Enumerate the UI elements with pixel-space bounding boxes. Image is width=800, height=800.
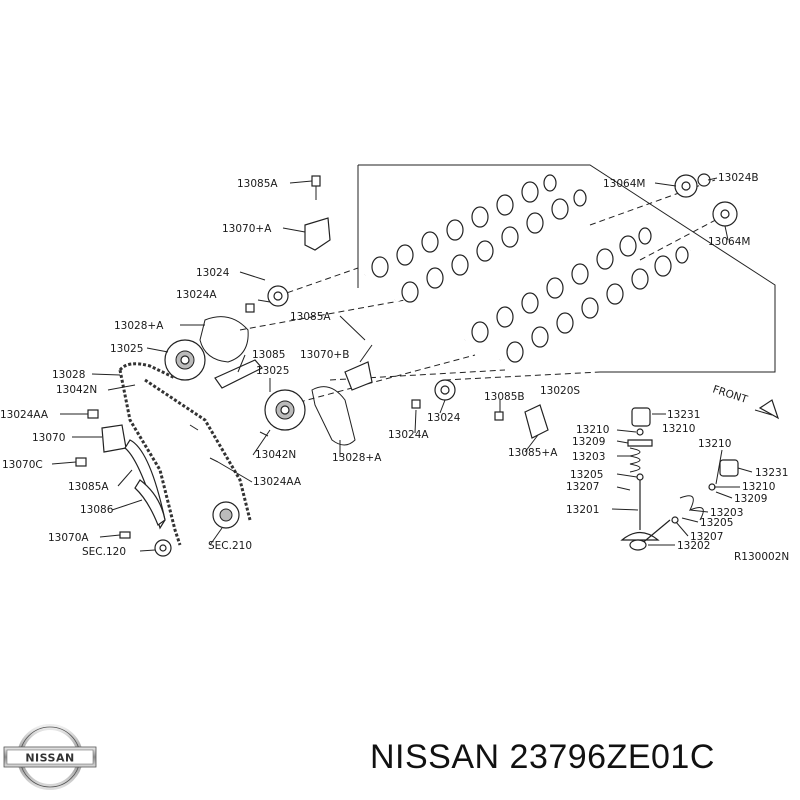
- bracket-13085A: [524, 404, 549, 439]
- label-13210-a: 13210: [662, 423, 695, 435]
- label-13024A: 13024A: [176, 289, 217, 301]
- front-arrow: [754, 399, 780, 420]
- bolt-13024AA-left: [87, 409, 99, 419]
- label-13207-b: 13207: [690, 531, 723, 543]
- label-13085A-right: 13085+A: [508, 447, 558, 459]
- crank-sprocket-sec120: [154, 539, 172, 557]
- label-13070A: 13070A: [48, 532, 89, 544]
- nissan-logo: NISSAN: [3, 724, 97, 790]
- label-13085A-low: 13085A: [68, 481, 109, 493]
- label-sec210: SEC.210: [208, 540, 252, 552]
- camshaft-group-outline: [358, 164, 776, 373]
- label-13070: 13070: [32, 432, 65, 444]
- sprocket-13024-low: [434, 379, 456, 401]
- bolt-13024A: [245, 303, 255, 313]
- label-13024: 13024: [196, 267, 230, 279]
- sprocket-13024: [267, 285, 289, 307]
- tensioner-13070B: [344, 344, 373, 391]
- label-13210-b: 13210: [576, 424, 609, 436]
- label-13024A-low: 13024A: [388, 429, 429, 441]
- bolt-13085A-top: [311, 175, 321, 200]
- sprocket-13025-mid: [264, 389, 306, 431]
- sprocket-13064M-right: [712, 201, 738, 227]
- label-13024AA-left: 13024AA: [0, 409, 49, 421]
- label-13205-b: 13205: [700, 517, 733, 529]
- label-13024-low: 13024: [427, 412, 461, 424]
- label-13042N-left: 13042N: [56, 384, 97, 396]
- valve-assembly-1: [620, 407, 660, 541]
- label-13028A-low: 13028+A: [332, 452, 382, 464]
- label-13209-b: 13209: [734, 493, 767, 505]
- label-13086: 13086: [80, 504, 114, 516]
- label-13070C: 13070C: [2, 459, 43, 471]
- label-13064M-right: 13064M: [708, 236, 750, 248]
- label-13020S: 13020S: [540, 385, 580, 397]
- label-13205-a: 13205: [570, 469, 603, 481]
- label-sec120: SEC.120: [82, 546, 126, 558]
- valve-assembly-2: [629, 459, 739, 551]
- label-13064M-top: 13064M: [603, 178, 645, 190]
- camshaft-4: [498, 246, 692, 363]
- label-13201: 13201: [566, 504, 599, 516]
- camshaft-2: [393, 189, 587, 303]
- part-number-title: NISSAN 23796ZE01C: [370, 738, 715, 776]
- tensioner-13070: [101, 424, 127, 453]
- label-13028: 13028: [52, 369, 85, 381]
- label-13209-a: 13209: [572, 436, 605, 448]
- label-13203-a: 13203: [572, 451, 605, 463]
- bolt-13070A: [119, 531, 131, 539]
- chain-guide-13086: [134, 479, 166, 526]
- tensioner-13070A-top: [304, 217, 331, 251]
- sprocket-13025-left: [164, 339, 206, 381]
- label-13231-right: 13231: [755, 467, 788, 479]
- label-13085A-top: 13085A: [237, 178, 278, 190]
- label-13231-top: 13231: [667, 409, 700, 421]
- gasket-13028A: [199, 316, 249, 363]
- crank-sprocket-sec210: [212, 501, 240, 529]
- label-13025-mid: 13025: [256, 365, 289, 377]
- camshaft-3: [463, 227, 652, 343]
- label-13210-d: 13210: [742, 481, 775, 493]
- label-13085B: 13085B: [484, 391, 525, 403]
- nissan-logo-text: NISSAN: [25, 752, 74, 765]
- label-R130002N: R130002N: [734, 551, 789, 563]
- bolt-13070C: [75, 457, 87, 467]
- label-13024B: 13024B: [718, 172, 759, 184]
- bolt-13024A-low: [411, 399, 421, 409]
- label-13042N-mid: 13042N: [255, 449, 296, 461]
- label-13070B: 13070+B: [300, 349, 349, 361]
- sprocket-13064M-top: [674, 173, 711, 198]
- camshaft-1: [363, 174, 557, 278]
- label-13203-b: 13203: [710, 507, 743, 519]
- label-13085: 13085: [252, 349, 285, 361]
- label-13210-c: 13210: [698, 438, 731, 450]
- label-13202: 13202: [677, 540, 710, 552]
- bolt-13085B: [494, 411, 504, 421]
- label-13028A: 13028+A: [114, 320, 164, 332]
- label-13025-left: 13025: [110, 343, 143, 355]
- chain-guide-13085: [214, 359, 263, 389]
- gasket-13028A-mid: [311, 386, 356, 446]
- label-13085A-mid: 13085A: [290, 311, 331, 323]
- label-front: FRONT: [711, 383, 749, 406]
- label-13070A-top: 13070+A: [222, 223, 272, 235]
- label-13024AA-mid: 13024AA: [253, 476, 302, 488]
- chain-left: [118, 362, 252, 546]
- label-13207-a: 13207: [566, 481, 599, 493]
- leader-lines: [51, 177, 753, 552]
